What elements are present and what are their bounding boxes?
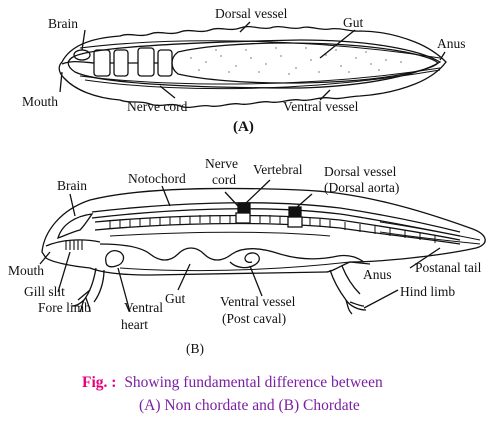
label-a-brain: Brain [48, 16, 78, 31]
label-a-marker: (A) [233, 119, 254, 135]
pharynx-b [45, 239, 101, 247]
fore-limb-b [71, 267, 97, 313]
label-b-vertebral: Vertebral [253, 162, 303, 177]
notochord-b [94, 214, 461, 241]
label-b-mouth: Mouth [8, 263, 44, 278]
label-b-brain: Brain [57, 178, 87, 193]
dorsal-aorta-b [109, 231, 331, 237]
brain-b [57, 213, 94, 240]
label-a-nerve-cord: Nerve cord [127, 99, 188, 114]
pharynx-a [61, 60, 95, 65]
vertebra-block-2 [288, 206, 302, 218]
heart-b [105, 250, 125, 268]
vertebra-block-1 [237, 202, 251, 214]
caption-line-2: (A) Non chordate and (B) Chordate [139, 397, 360, 414]
label-b-fore-limb: Fore limb [38, 300, 91, 315]
gut-b [99, 243, 365, 263]
label-b-heart: heart [121, 317, 148, 332]
label-a-ventral-vessel: Ventral vessel [283, 99, 359, 114]
vertebral-segments [109, 215, 436, 243]
label-a-dorsal-vessel: Dorsal vessel [215, 6, 288, 21]
segment-a4 [157, 49, 173, 77]
label-b-anus: Anus [363, 267, 392, 282]
label-a-mouth: Mouth [22, 94, 58, 109]
label-b-gut: Gut [165, 291, 185, 306]
label-b-post-caval: (Post caval) [222, 311, 286, 326]
body-outline-b [41, 187, 486, 276]
ventral-vessel-b [119, 261, 351, 271]
label-b-notochord: Notochord [128, 171, 186, 186]
chordate-diagram [39, 179, 486, 315]
ventral-vessel-line-a [84, 69, 441, 90]
label-b-hind-limb: Hind limb [400, 284, 455, 299]
dorsal-vessel-a [79, 40, 441, 59]
label-a-gut: Gut [343, 15, 363, 30]
label-b-ventral: Ventral [124, 300, 163, 315]
gill-slits-b [65, 240, 83, 250]
label-b-dorsal-aorta: (Dorsal aorta) [324, 180, 399, 195]
label-b-gill-slit: Gill slit [24, 284, 65, 299]
label-b-cord: cord [212, 172, 236, 187]
label-b-postanal-tail: Postanal tail [415, 260, 482, 275]
caption-prefix: Fig. : [82, 374, 116, 391]
label-b-dorsal-vessel: Dorsal vessel [324, 164, 397, 179]
nerve-cord-b [91, 202, 461, 233]
caption-line-1-text: Showing fundamental difference between [124, 374, 383, 391]
caption-line-1: Fig. : Showing fundamental difference be… [82, 374, 383, 391]
label-a-anus: Anus [437, 36, 466, 51]
gut-a [171, 42, 439, 84]
label-b-ventral-vessel: Ventral vessel [220, 294, 296, 309]
nerve-cord-a [79, 67, 441, 85]
segment-a3 [137, 47, 155, 77]
segment-a1 [93, 49, 111, 77]
body-outline-a [58, 25, 447, 109]
gut-texture-a [190, 47, 402, 75]
hind-limb-b [329, 269, 367, 315]
label-b-marker: (B) [186, 341, 204, 356]
label-b-nerve: Nerve [205, 156, 238, 171]
non-chordate-diagram [58, 21, 447, 109]
segment-a2 [113, 49, 129, 77]
